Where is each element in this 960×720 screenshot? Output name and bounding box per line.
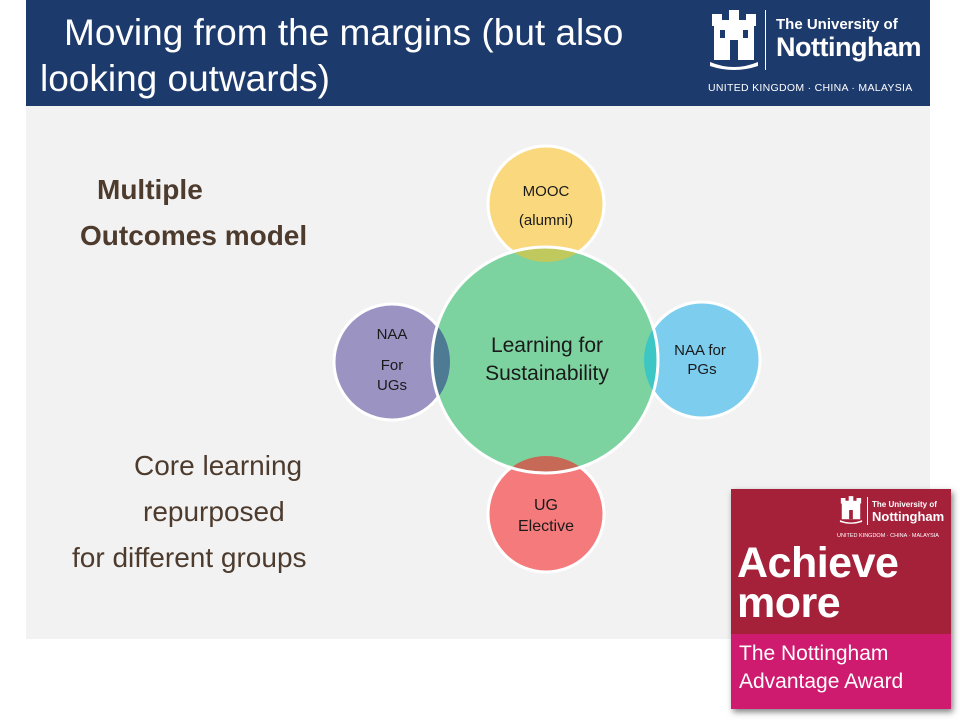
badge-logo-tagline: UNITED KINGDOM · CHINA · MALAYSIA [837, 533, 939, 539]
logo-tagline: UNITED KINGDOM · CHINA · MALAYSIA [708, 82, 913, 94]
logo-divider [765, 10, 766, 70]
slide-title: Moving from the margins (but also lookin… [40, 12, 624, 99]
bottom-label-line2: Elective [518, 518, 574, 535]
body-for-different-groups: for different groups [72, 542, 307, 573]
body-core-learning: Core learning [134, 450, 303, 481]
badge-award-line1: The Nottingham [739, 642, 889, 665]
node-right-circle [642, 300, 762, 420]
badge-logo-divider [867, 497, 868, 525]
badge-headline-achieve: Achieve [737, 539, 899, 587]
left-label-line3: UGs [377, 377, 407, 394]
heading-multiple: Multiple [97, 174, 203, 205]
badge-logo-line2: Nottingham [872, 509, 945, 524]
badge-award-line2: Advantage Award [739, 670, 904, 693]
badge-top-panel: The University of Nottingham UNITED KING… [731, 489, 951, 634]
right-label-line2: PGs [687, 361, 716, 378]
node-top-circle [486, 144, 606, 264]
logo-line2: Nottingham [776, 32, 921, 62]
center-label-line2: Sustainability [485, 362, 609, 385]
heading-outcomes-model: Outcomes model [80, 220, 308, 251]
node-center-circle [432, 247, 658, 473]
left-label-line1: NAA [377, 326, 408, 343]
center-label-line1: Learning for [491, 334, 603, 357]
logo-line1: The University of [776, 16, 898, 33]
top-label-line2: (alumni) [519, 212, 573, 229]
badge-crest-icon [839, 496, 863, 524]
top-label-line1: MOOC [523, 183, 570, 200]
badge-headline-more: more [737, 579, 841, 627]
header-bar: Moving from the margins (but also lookin… [26, 0, 930, 106]
badge-logo-line1: The University of [872, 500, 937, 509]
left-label-line2: For [381, 357, 404, 374]
achieve-more-badge: The University of Nottingham UNITED KING… [731, 489, 951, 709]
bottom-label-line1: UG [534, 497, 558, 514]
university-logo: The University of Nottingham UNITED KING… [708, 8, 921, 98]
right-label-line1: NAA for [674, 342, 726, 359]
badge-bottom-panel: The Nottingham Advantage Award [731, 634, 951, 709]
body-repurposed: repurposed [143, 496, 285, 527]
crest-icon [710, 10, 758, 70]
